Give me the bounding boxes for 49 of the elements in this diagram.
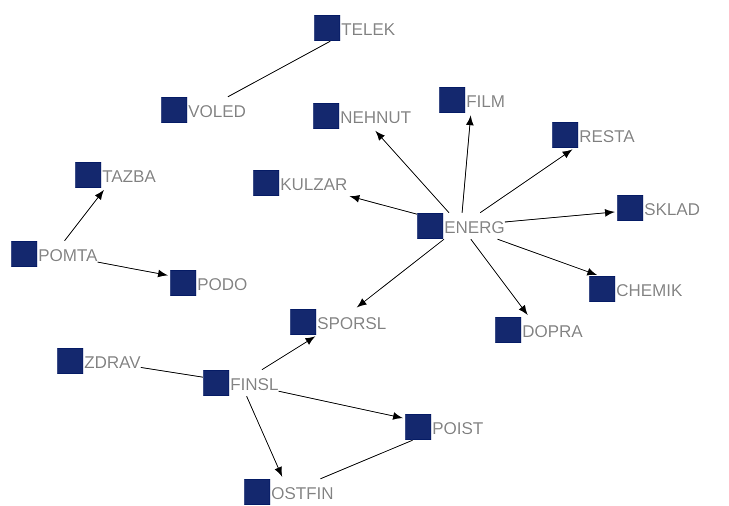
- labeled-square: FILM: [439, 87, 504, 113]
- labeled-square: VOLED: [161, 97, 246, 123]
- labeled-square: POMTA: [11, 241, 98, 267]
- node-label: VOLED: [188, 105, 246, 118]
- node-label: FINSL: [232, 378, 278, 390]
- arrow: [504, 209, 614, 222]
- arrow: [376, 132, 450, 214]
- labeled-square: POIST: [405, 414, 483, 440]
- arrow: [246, 396, 282, 476]
- labeled-square: OSTFIN: [244, 479, 332, 505]
- labeled-square: SPORSL: [290, 309, 386, 335]
- node-label: CHEMIK: [617, 284, 682, 296]
- labeled-square: KULZAR: [253, 170, 346, 196]
- labeled-square: RESTA: [552, 122, 635, 148]
- labeled-square: TAZBA: [75, 162, 156, 188]
- arrow: [350, 195, 418, 215]
- arrow: [470, 238, 528, 314]
- arrow: [480, 150, 572, 214]
- arrow: [462, 116, 474, 214]
- node-label: KULZAR: [282, 178, 346, 190]
- arrow: [64, 190, 104, 242]
- node-label: PODO: [198, 278, 246, 290]
- arrow: [497, 238, 596, 276]
- arrow: [358, 238, 444, 307]
- labeled-square: FINSL: [203, 370, 278, 396]
- node-label: POMTA: [40, 249, 98, 262]
- node-label: RESTA: [580, 130, 635, 142]
- node-label: SKLAD: [644, 203, 700, 216]
- arrow: [261, 336, 314, 370]
- labeled-square: NEHNUT: [313, 103, 411, 129]
- labeled-square: TELEK: [314, 15, 395, 41]
- node-label: TAZBA: [102, 170, 156, 182]
- labeled-square: ZDRAV: [57, 348, 140, 374]
- node-label: FILM: [468, 95, 504, 107]
- node-label: TELEK: [342, 23, 395, 35]
- labeled-square: DOPRA: [495, 317, 583, 343]
- node-label: NEHNUT: [342, 111, 411, 124]
- node-label: POIST: [434, 422, 483, 434]
- labeled-square: PODO: [170, 270, 246, 296]
- labeled-square: SKLAD: [617, 195, 700, 221]
- arrow: [278, 390, 402, 420]
- labeled-square: CHEMIK: [589, 276, 682, 302]
- node-label: SPORSL: [318, 317, 386, 330]
- node-label: ZDRAV: [84, 356, 140, 368]
- node-label: OSTFIN: [272, 487, 332, 500]
- node-label: DOPRA: [524, 325, 583, 338]
- labeled-square: ENERG: [417, 213, 504, 239]
- arrow: [97, 262, 167, 278]
- node-label: ENERG: [446, 221, 504, 234]
